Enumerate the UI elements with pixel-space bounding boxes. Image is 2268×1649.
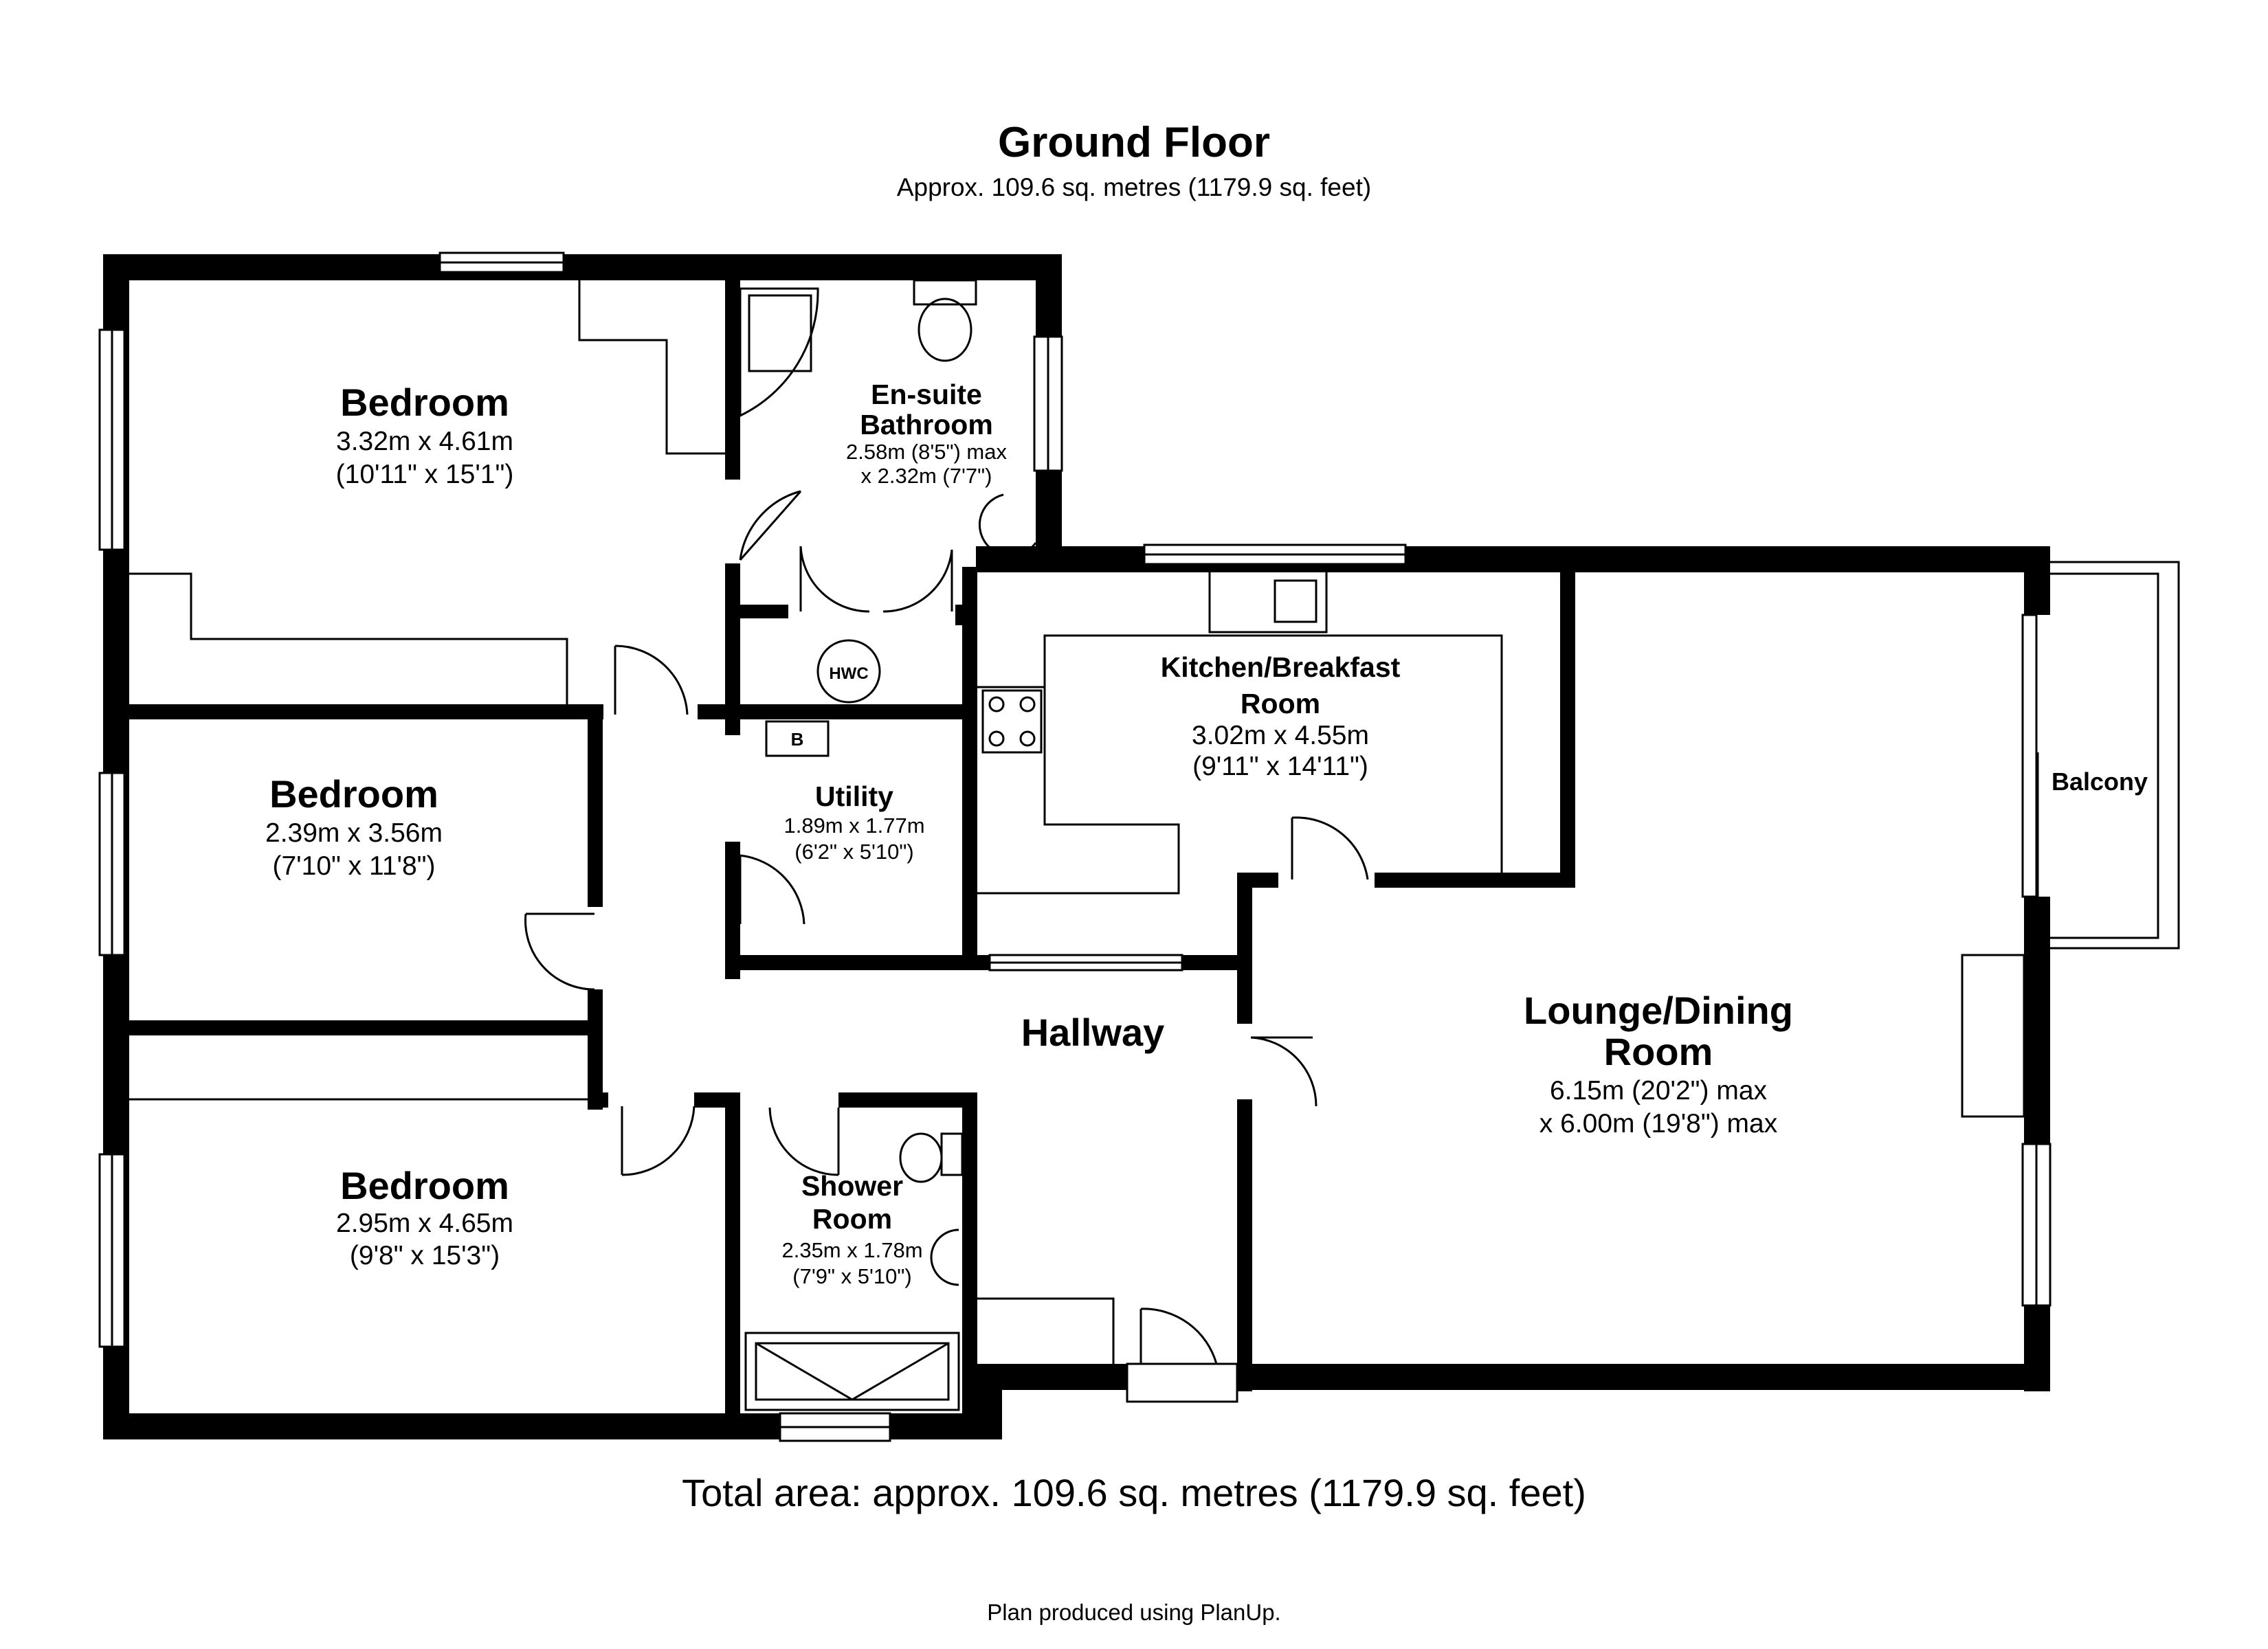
bedroom-1-name: Bedroom [340, 381, 509, 424]
ensuite-name-line2: Bathroom [860, 409, 993, 440]
boiler-label: B [791, 729, 804, 750]
balcony-outline [2050, 561, 2180, 950]
utility-dimensions-metric: 1.89m x 1.77m [783, 814, 924, 838]
bedroom-2-dimensions-imperial: (7'10" x 11'8") [273, 851, 436, 881]
shower-room-name-line2: Room [812, 1203, 892, 1235]
hallway-name: Hallway [1021, 1011, 1165, 1054]
kitchen-name-line1: Kitchen/Breakfast [1161, 651, 1401, 683]
bedroom-3-dimensions-imperial: (9'8" x 15'3") [350, 1241, 500, 1270]
room-labels: Bedroom 3.32m x 4.61m (10'11" x 15'1") E… [265, 379, 2148, 1288]
interior-walls [129, 280, 1575, 1413]
kitchen-dimensions-imperial: (9'11" x 14'11") [1192, 752, 1368, 781]
shower-room-dimensions-imperial: (7'9" x 5'10") [792, 1264, 911, 1288]
balcony-name: Balcony [2052, 767, 2148, 796]
bedroom-1-dimensions-imperial: (10'11" x 15'1") [336, 460, 514, 489]
bedroom-2-dimensions-metric: 2.39m x 3.56m [265, 818, 443, 848]
lounge-dimensions-line1: 6.15m (20'2") max [1550, 1076, 1768, 1106]
hwc-label: HWC [829, 664, 868, 683]
plan-credit: Plan produced using PlanUp. [987, 1600, 1281, 1625]
lounge-name-line2: Room [1604, 1030, 1713, 1073]
kitchen-name-line2: Room [1241, 688, 1320, 719]
shower-room-dimensions-metric: 2.35m x 1.78m [781, 1238, 922, 1262]
lounge-name-line1: Lounge/Dining [1524, 989, 1793, 1032]
fixtures [129, 279, 2039, 1411]
floor-area-subtitle: Approx. 109.6 sq. metres (1179.9 sq. fee… [896, 173, 1372, 201]
windows [98, 251, 2052, 1442]
shower-room-name-line1: Shower [801, 1170, 903, 1202]
ensuite-dimensions-line1: 2.58m (8'5") max [846, 440, 1007, 464]
utility-name: Utility [815, 781, 893, 812]
door-swings [524, 490, 1369, 1365]
bedroom-2-name: Bedroom [269, 772, 438, 816]
ensuite-name-line1: En-suite [871, 379, 982, 410]
ensuite-dimensions-line2: x 2.32m (7'7") [861, 464, 992, 488]
bedroom-1-dimensions-metric: 3.32m x 4.61m [336, 427, 513, 456]
total-area: Total area: approx. 109.6 sq. metres (11… [682, 1471, 1586, 1514]
lounge-dimensions-line2: x 6.00m (19'8") max [1539, 1109, 1778, 1138]
bedroom-3-dimensions-metric: 2.95m x 4.65m [336, 1209, 513, 1238]
floor-title: Ground Floor [997, 119, 1271, 166]
utility-dimensions-imperial: (6'2" x 5'10") [794, 840, 913, 864]
kitchen-dimensions-metric: 3.02m x 4.55m [1192, 721, 1369, 750]
bedroom-3-name: Bedroom [340, 1164, 509, 1207]
